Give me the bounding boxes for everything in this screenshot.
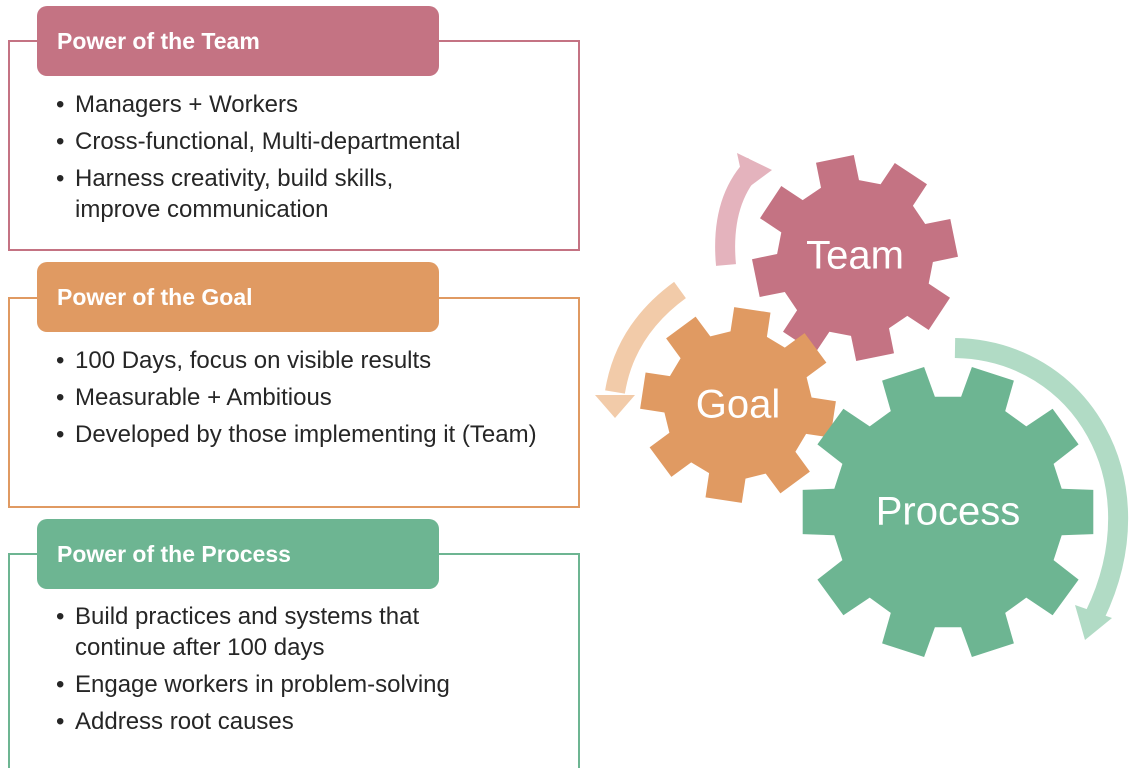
process-gear-label: Process	[875, 489, 1021, 534]
process-bullet-list: Build practices and systems that continu…	[56, 601, 475, 743]
team-bullet-list: Managers + Workers Cross-functional, Mul…	[56, 89, 461, 231]
goal-bullet-list: 100 Days, focus on visible results Measu…	[56, 345, 545, 456]
team-gear-label: Team	[806, 233, 904, 278]
process-bullet-1: Build practices and systems that continu…	[56, 601, 475, 663]
process-bullet-3: Address root causes	[56, 706, 475, 737]
goal-gear	[640, 307, 836, 503]
goal-cycle-arrow	[605, 281, 686, 394]
gear-process-shape	[802, 367, 1094, 657]
gear-goal-shape	[640, 307, 836, 503]
team-gear	[752, 155, 958, 361]
process-cycle-arrowhead	[1075, 605, 1112, 640]
gear-team-shape	[752, 155, 958, 361]
team-bullet-1: Managers + Workers	[56, 89, 461, 120]
goal-bullet-2: Measurable + Ambitious	[56, 382, 545, 413]
process-bullet-2: Engage workers in problem-solving	[56, 669, 475, 700]
process-cycle-arrow	[954, 338, 1129, 620]
goal-bullet-3: Developed by those implementing it (Team…	[56, 419, 545, 450]
process-panel-title: Power of the Process	[37, 519, 439, 589]
team-bullet-3: Harness creativity, build skills, improv…	[56, 163, 455, 225]
team-cycle-arrowhead	[737, 153, 772, 190]
process-gear	[802, 367, 1094, 657]
goal-bullet-1: 100 Days, focus on visible results	[56, 345, 545, 376]
goal-gear-label: Goal	[695, 382, 781, 427]
goal-cycle-arrowhead	[595, 395, 635, 418]
team-bullet-2: Cross-functional, Multi-departmental	[56, 126, 461, 157]
team-panel-title: Power of the Team	[37, 6, 439, 76]
goal-panel-title: Power of the Goal	[37, 262, 439, 332]
